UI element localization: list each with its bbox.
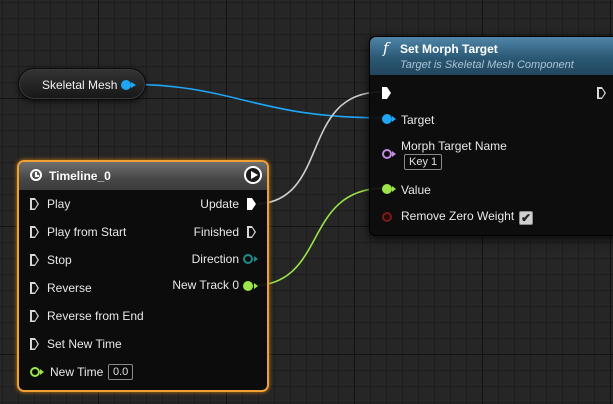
skeletal-mesh-pin-arrow-icon (131, 82, 136, 88)
wire-newtrack-to-value (249, 187, 387, 287)
target-pin-arrow-icon (392, 116, 396, 122)
stop-pin-icon[interactable] (30, 254, 39, 266)
play-pin-icon[interactable] (30, 198, 39, 210)
exec-output-pin-icon[interactable] (597, 87, 606, 99)
new-time-input[interactable]: 0.0 (108, 364, 134, 380)
clock-icon (30, 169, 42, 181)
remove-zero-weight-label: Remove Zero Weight (401, 209, 515, 223)
skeletal-mesh-variable-node[interactable]: Skeletal Mesh (18, 68, 146, 100)
direction-pin-arrow-icon (254, 256, 258, 262)
output-update-label: Update (200, 197, 239, 211)
input-stop: Stop (47, 253, 72, 267)
value-pin-icon[interactable] (382, 184, 392, 194)
set-morph-target-header[interactable]: f Set Morph Target Target is Skeletal Me… (370, 37, 613, 75)
target-pin-label: Target (401, 113, 435, 127)
morph-target-name-label: Morph Target Name (401, 139, 507, 153)
input-reverse-from-end: Reverse from End (47, 309, 144, 323)
finished-pin-icon[interactable] (247, 226, 256, 238)
input-play-from-start: Play from Start (47, 225, 127, 239)
output-new-track-label: New Track 0 (172, 278, 239, 292)
morph-target-name-input[interactable]: Key 1 (404, 154, 443, 170)
value-pin-label: Value (401, 183, 431, 197)
update-pin-icon[interactable] (247, 198, 256, 210)
new-time-label: New Time (50, 365, 104, 379)
new-time-pin-icon[interactable] (30, 367, 40, 377)
reverse-from-end-pin-icon[interactable] (30, 310, 39, 322)
morph-target-name-pin-arrow-icon (392, 151, 396, 157)
morph-target-name-pin-icon[interactable] (382, 149, 392, 159)
set-morph-target-subtitle: Target is Skeletal Mesh Component (400, 59, 574, 71)
new-time-pin-arrow-icon (40, 369, 44, 375)
set-new-time-pin-icon[interactable] (30, 338, 39, 350)
value-pin-arrow-icon (392, 186, 396, 192)
set-morph-target-title: Set Morph Target (400, 42, 498, 56)
output-direction-label: Direction (191, 252, 239, 266)
new-track-pin-icon[interactable] (243, 281, 253, 291)
direction-pin-icon[interactable] (243, 254, 253, 264)
play-from-start-pin-icon[interactable] (30, 226, 39, 238)
target-pin-icon[interactable] (382, 114, 392, 124)
function-icon: f (383, 39, 389, 57)
remove-zero-weight-pin-icon[interactable] (382, 212, 392, 222)
new-track-pin-arrow-icon (254, 283, 258, 289)
timeline-title: Timeline_0 (49, 169, 111, 183)
input-play: Play (47, 197, 71, 211)
skeletal-mesh-label: Skeletal Mesh (42, 78, 118, 92)
timeline-node[interactable]: Timeline_0 Play Play from Start Stop Rev… (17, 160, 269, 392)
set-morph-target-node[interactable]: f Set Morph Target Target is Skeletal Me… (369, 36, 613, 236)
play-icon[interactable] (244, 166, 262, 184)
wire-update-to-exec (257, 91, 382, 205)
reverse-pin-icon[interactable] (30, 282, 39, 294)
remove-zero-weight-checkbox[interactable]: ✔ (519, 211, 533, 225)
input-set-new-time: Set New Time (47, 337, 122, 351)
timeline-header[interactable]: Timeline_0 (19, 162, 267, 190)
output-finished-label: Finished (193, 225, 239, 239)
skeletal-mesh-output-pin-icon[interactable] (121, 80, 131, 90)
input-reverse: Reverse (47, 281, 92, 295)
wire-skeletal-mesh-to-target (120, 83, 388, 119)
exec-input-pin-icon[interactable] (382, 87, 391, 99)
